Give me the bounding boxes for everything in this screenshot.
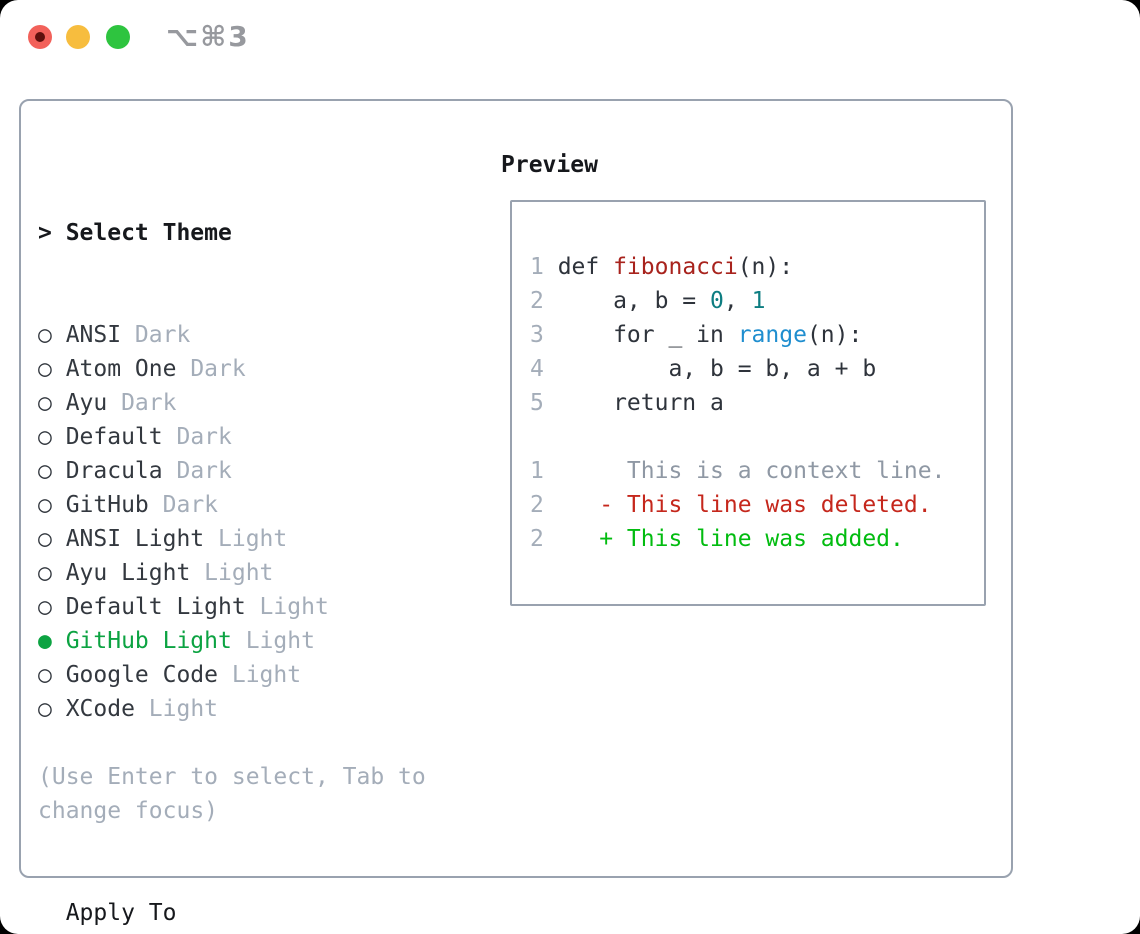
theme-option-variant: Light xyxy=(231,628,315,654)
prompt-caret-icon: > xyxy=(38,220,52,246)
line-number: 5 xyxy=(530,390,544,416)
theme-menu-header: > Select Theme xyxy=(38,216,329,250)
theme-option-variant: Dark xyxy=(176,356,246,382)
theme-option-name: ANSI Light xyxy=(65,526,205,552)
line-number: 1 xyxy=(530,254,544,280)
radio-icon: ○ xyxy=(38,492,52,518)
code-segment: (n): xyxy=(806,322,863,348)
theme-option[interactable]: ○ XCode Light xyxy=(38,692,329,726)
keyboard-hint: (Use Enter to select, Tab to change focu… xyxy=(38,764,426,824)
theme-option[interactable]: ○ Default Dark xyxy=(38,420,329,454)
theme-option[interactable]: ○ Ayu Dark xyxy=(38,386,329,420)
code-segment: , xyxy=(723,288,752,314)
radio-icon: ○ xyxy=(38,662,52,688)
theme-option-variant: Dark xyxy=(107,390,177,416)
theme-option[interactable]: ○ Dracula Dark xyxy=(38,454,329,488)
line-number: 4 xyxy=(530,356,544,382)
theme-picker-panel xyxy=(19,99,1013,878)
theme-option[interactable]: ○ Ayu Light Light xyxy=(38,556,329,590)
radio-icon: ○ xyxy=(38,322,52,348)
unsaved-dot-icon xyxy=(35,32,45,42)
theme-option[interactable]: ○ ANSI Light Light xyxy=(38,522,329,556)
preview-line: 1 This is a context line. xyxy=(530,454,984,488)
theme-option-variant: Light xyxy=(134,696,219,722)
theme-option-variant: Light xyxy=(190,560,274,586)
apply-to-title: Apply To xyxy=(65,900,177,926)
theme-option-name: Atom One xyxy=(65,356,177,382)
code-segment: return a xyxy=(557,390,724,416)
theme-option-name: Default Light xyxy=(65,594,246,620)
code-segment: def xyxy=(557,254,614,280)
code-segment: - This line was deleted. xyxy=(557,492,932,518)
theme-option-name: ANSI xyxy=(65,322,122,348)
preview-line xyxy=(530,420,984,454)
code-segment: fibonacci xyxy=(613,254,738,280)
theme-option-variant: Dark xyxy=(162,424,232,450)
line-number: 2 xyxy=(530,288,544,314)
line-number: 2 xyxy=(530,492,544,518)
theme-option[interactable]: ○ GitHub Dark xyxy=(38,488,329,522)
theme-menu: > Select Theme ○ ANSI Dark ○ Atom One Dark ○ A… xyxy=(38,148,329,934)
radio-icon: ○ xyxy=(38,696,52,722)
theme-option-variant: Light xyxy=(245,594,329,620)
preview-line: 4 a, b = b, a + b xyxy=(530,352,984,386)
theme-option-variant: Light xyxy=(204,526,288,552)
apply-to-header: Apply To xyxy=(38,896,329,930)
code-segment: for _ in xyxy=(557,322,738,348)
theme-option-variant: Light xyxy=(218,662,302,688)
theme-option-variant: Dark xyxy=(121,322,191,348)
theme-menu-title: Select Theme xyxy=(65,220,232,246)
theme-option-variant: Dark xyxy=(148,492,219,518)
theme-option-name: Default xyxy=(65,424,163,450)
code-segment: 0 xyxy=(710,288,724,314)
preview-line: 3 for _ in range(n): xyxy=(530,318,984,352)
line-number: 2 xyxy=(530,526,544,552)
close-button[interactable] xyxy=(28,25,52,49)
code-segment: range xyxy=(737,322,807,348)
window-shortcut-label: ⌥⌘3 xyxy=(166,20,250,53)
minimize-button[interactable] xyxy=(66,25,90,49)
theme-option[interactable]: ○ Default Light Light xyxy=(38,590,329,624)
code-segment: a, b = b, a + b xyxy=(557,356,877,382)
radio-icon: ○ xyxy=(38,390,52,416)
theme-option-name: Dracula xyxy=(65,458,163,484)
theme-option-name: Ayu xyxy=(65,390,108,416)
theme-option-name: GitHub Light xyxy=(65,628,232,654)
preview-line: 2 - This line was deleted. xyxy=(530,488,984,522)
theme-option[interactable]: ○ Google Code Light xyxy=(38,658,329,692)
theme-option-name: Google Code xyxy=(65,662,219,688)
radio-icon: ○ xyxy=(38,424,52,450)
theme-option[interactable]: ● GitHub Light Light xyxy=(38,624,329,658)
apply-to-section: Apply To ●User Settings○Workspace Settin… xyxy=(38,828,329,934)
preview-line: 1 def fibonacci(n): xyxy=(530,250,984,284)
theme-option[interactable]: ○ ANSI Dark xyxy=(38,318,329,352)
code-segment: (n): xyxy=(737,254,794,280)
code-segment: + This line was added. xyxy=(557,526,904,552)
theme-list: ○ ANSI Dark ○ Atom One Dark ○ Ayu Dark ○ Defaul… xyxy=(38,318,329,726)
radio-icon: ○ xyxy=(38,526,52,552)
preview-title: Preview xyxy=(501,152,598,178)
radio-icon: ○ xyxy=(38,560,52,586)
code-segment: a, b = xyxy=(557,288,711,314)
code-segment: This is a context line. xyxy=(557,458,946,484)
theme-option-name: XCode xyxy=(65,696,135,722)
line-number: 1 xyxy=(530,458,544,484)
preview-line: 2 + This line was added. xyxy=(530,522,984,556)
theme-option[interactable]: ○ Atom One Dark xyxy=(38,352,329,386)
theme-option-name: Ayu Light xyxy=(65,560,191,586)
theme-option-variant: Dark xyxy=(162,458,232,484)
zoom-button[interactable] xyxy=(106,25,130,49)
code-segment: 1 xyxy=(751,288,766,314)
radio-icon: ○ xyxy=(38,356,52,382)
radio-icon: ○ xyxy=(38,458,52,484)
preview-line: 5 return a xyxy=(530,386,984,420)
preview-line: 2 a, b = 0, 1 xyxy=(530,284,984,318)
radio-selected-icon: ● xyxy=(38,628,52,654)
theme-option-name: GitHub xyxy=(65,492,149,518)
radio-icon: ○ xyxy=(38,594,52,620)
line-number: 3 xyxy=(530,322,544,348)
